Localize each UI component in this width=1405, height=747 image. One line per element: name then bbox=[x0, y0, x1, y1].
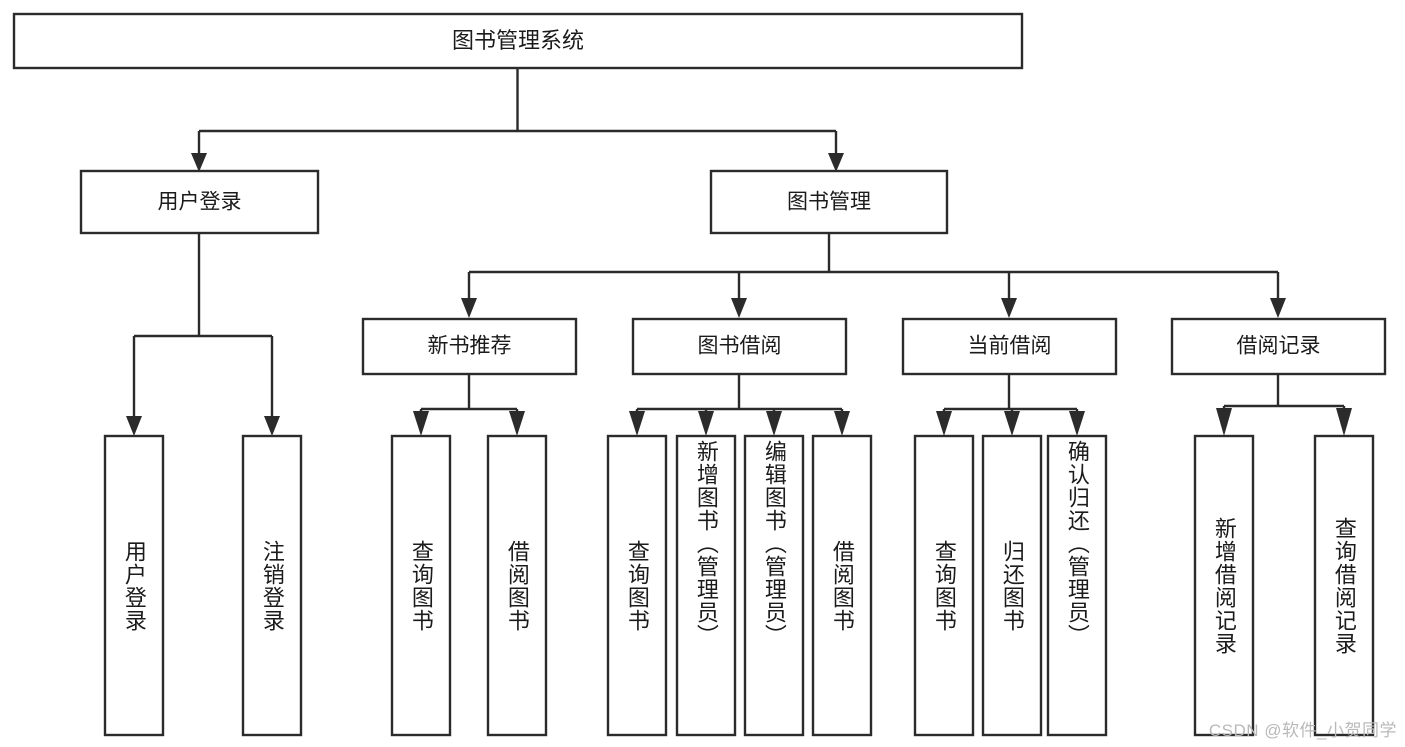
node-user-login[interactable] bbox=[79, 169, 320, 235]
leaf-box-borrow-record-0[interactable] bbox=[1193, 434, 1255, 737]
node-current-borrow-label: 当前借阅 bbox=[968, 335, 1052, 358]
connector-layer bbox=[126, 68, 1352, 436]
arrowhead-borrow-record bbox=[1270, 298, 1286, 318]
arrowhead-leaf-user-login-1 bbox=[264, 416, 280, 436]
node-new-book-recommend-label: 新书推荐 bbox=[428, 335, 512, 358]
arrowhead-leaf-nb-1 bbox=[509, 411, 525, 436]
arrowhead-current-borrow bbox=[1001, 298, 1017, 318]
arrowhead-book-manage bbox=[828, 153, 844, 172]
leaf-box-new-book-1[interactable] bbox=[486, 434, 548, 737]
leaf-box-book-borrow-0[interactable] bbox=[606, 434, 668, 737]
leaf-box-current-borrow-0[interactable] bbox=[913, 434, 975, 737]
arrowhead-leaf-cb-0 bbox=[936, 411, 952, 436]
arrowhead-leaf-br-1 bbox=[1336, 408, 1352, 436]
leaf-box-borrow-record-1[interactable] bbox=[1313, 434, 1375, 737]
node-user-login-label: 用户登录 bbox=[158, 191, 242, 214]
node-borrow-record[interactable] bbox=[1170, 317, 1387, 376]
node-current-borrow[interactable] bbox=[901, 317, 1118, 376]
leaf-box-current-borrow-1[interactable] bbox=[981, 434, 1043, 737]
arrowhead-leaf-bb-0 bbox=[629, 411, 645, 436]
arrowhead-leaf-nb-0 bbox=[413, 411, 429, 436]
node-root[interactable] bbox=[12, 12, 1024, 70]
arrowhead-book-borrow bbox=[731, 298, 747, 318]
csdn-watermark: CSDN @软件_小贺同学 bbox=[1208, 721, 1397, 740]
node-borrow-record-label: 借阅记录 bbox=[1237, 335, 1321, 358]
leaf-box-user-login-1[interactable] bbox=[241, 434, 303, 737]
leaf-box-current-borrow-2[interactable] bbox=[1046, 434, 1108, 737]
arrowhead-leaf-cb-2 bbox=[1069, 411, 1085, 436]
leaf-box-book-borrow-2[interactable] bbox=[743, 434, 805, 737]
node-book-manage[interactable] bbox=[709, 169, 949, 235]
leaf-box-book-borrow-1[interactable] bbox=[675, 434, 737, 737]
arrowhead-leaf-user-login-0 bbox=[126, 416, 142, 436]
arrowhead-user-login bbox=[191, 153, 207, 172]
arrowhead-new-book bbox=[461, 298, 477, 318]
arrowhead-leaf-cb-1 bbox=[1004, 411, 1020, 436]
arrowhead-leaf-bb-3 bbox=[834, 411, 850, 436]
node-layer: 图书管理系统 用户登录 图书管理 新书推荐 图书借阅 当前借阅 借阅记录 bbox=[12, 12, 1387, 737]
node-book-borrow-label: 图书借阅 bbox=[698, 335, 782, 358]
node-root-label: 图书管理系统 bbox=[452, 28, 584, 53]
leaf-box-user-login-0[interactable] bbox=[103, 434, 165, 737]
arrowhead-leaf-br-0 bbox=[1216, 408, 1232, 436]
node-new-book-recommend[interactable] bbox=[361, 317, 578, 376]
leaf-box-new-book-0[interactable] bbox=[390, 434, 452, 737]
node-book-manage-label: 图书管理 bbox=[787, 191, 871, 214]
node-book-borrow[interactable] bbox=[631, 317, 848, 376]
arrowhead-leaf-bb-1 bbox=[698, 411, 714, 436]
leaf-box-book-borrow-3[interactable] bbox=[811, 434, 873, 737]
arrowhead-leaf-bb-2 bbox=[766, 411, 782, 436]
